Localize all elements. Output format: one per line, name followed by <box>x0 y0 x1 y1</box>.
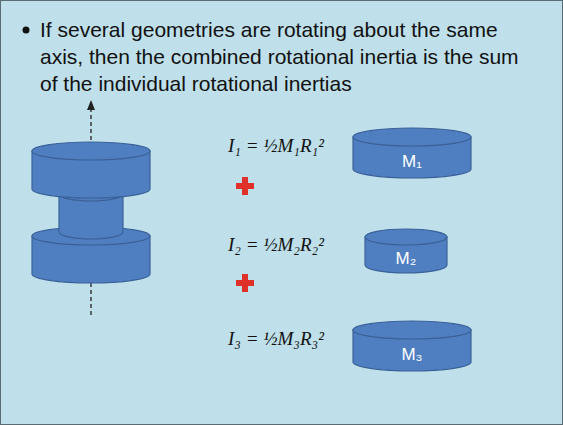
plus-sign <box>236 177 254 195</box>
formula-text: I₁ = ½M₁R₁² <box>228 135 324 157</box>
stacked-cylinder-top <box>32 142 150 198</box>
formula-text: I₂ = ½M₂R₂² <box>228 234 324 256</box>
mass-cylinder: M₂ <box>364 228 448 274</box>
bullet-dot <box>23 27 30 34</box>
bullet-text: If several geometries are rotating about… <box>40 16 540 97</box>
mass-cylinder: M₃ <box>352 320 472 372</box>
plus-sign <box>236 274 254 292</box>
mass-label: M₁ <box>352 152 472 172</box>
axis-arrowhead <box>87 100 95 110</box>
mass-label: M₃ <box>352 345 472 365</box>
formula-text: I₃ = ½M₃R₃² <box>228 328 324 350</box>
mass-cylinder: M₁ <box>352 127 472 179</box>
mass-label: M₂ <box>364 249 448 269</box>
